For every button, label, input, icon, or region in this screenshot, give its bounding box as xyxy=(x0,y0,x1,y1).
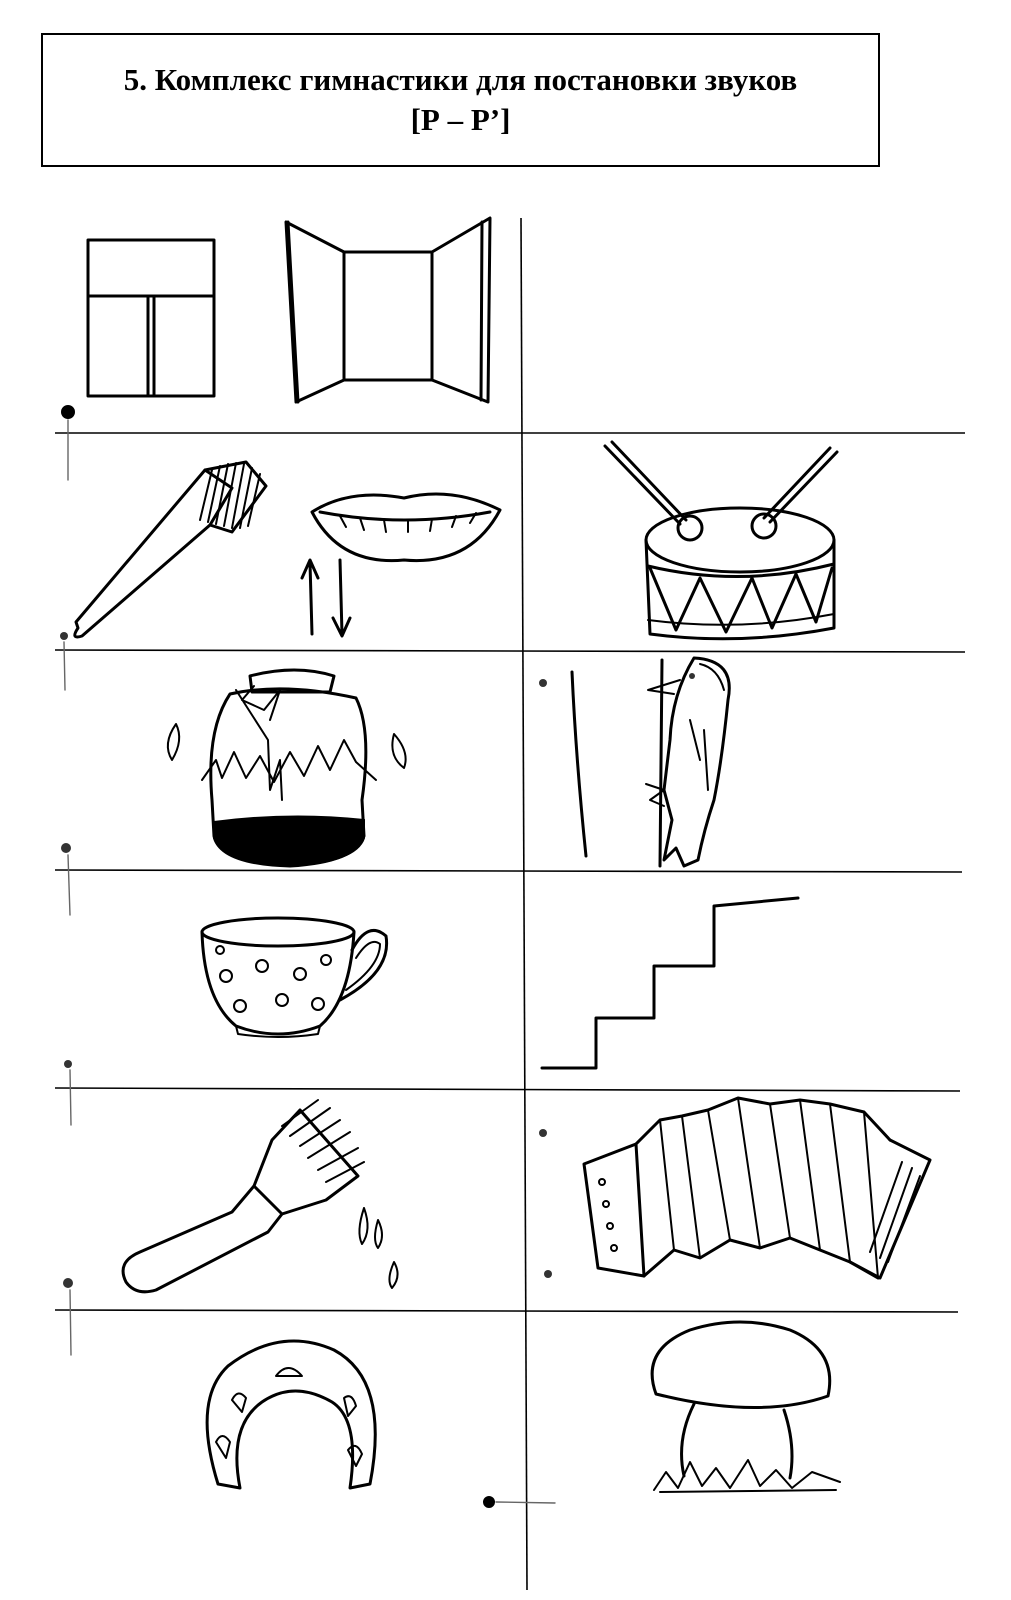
punch-marks xyxy=(60,405,556,1508)
comb-icon xyxy=(73,460,268,639)
stairs-icon xyxy=(540,896,800,1070)
punch-hole-mark xyxy=(60,632,68,640)
grid-row-line-5 xyxy=(54,1309,959,1313)
jam-jar-icon xyxy=(166,668,407,868)
punch-hole-mark xyxy=(544,1270,552,1278)
grid-vertical-divider xyxy=(520,217,528,1591)
grid-row-line-2 xyxy=(54,649,966,653)
punch-hole-mark xyxy=(61,843,71,853)
punch-hole-mark xyxy=(539,1129,547,1137)
accordion-icon xyxy=(582,1096,932,1280)
punch-hole-mark xyxy=(63,1278,73,1288)
woodpecker-icon xyxy=(570,656,731,868)
lips-icon xyxy=(300,492,502,638)
punch-hole-line xyxy=(67,854,71,916)
punch-hole-mark xyxy=(64,1060,72,1068)
grid-row-line-4 xyxy=(54,1087,961,1092)
drum-icon xyxy=(603,440,839,641)
punch-hole-mark xyxy=(483,1496,495,1508)
punch-hole-line xyxy=(69,1289,72,1356)
punch-hole-line xyxy=(495,1501,556,1504)
punch-hole-line xyxy=(69,1069,72,1126)
punch-hole-mark xyxy=(539,679,547,687)
grid-row-line-3 xyxy=(54,869,963,873)
horseshoe-icon xyxy=(205,1339,377,1490)
punch-hole-line xyxy=(63,641,66,691)
paint-brush-icon xyxy=(121,1099,399,1294)
cell-grid xyxy=(54,217,966,1591)
page-title: 5. Комплекс гимнастики для постановки зв… xyxy=(123,62,798,97)
open-window-icon xyxy=(284,216,492,404)
title-box: 5. Комплекс гимнастики для постановки зв… xyxy=(41,33,880,167)
page-subtitle-sounds: [Р – Р’] xyxy=(410,102,511,137)
punch-hole-mark xyxy=(61,405,75,419)
mushroom-icon xyxy=(650,1320,841,1493)
cup-icon xyxy=(200,916,389,1038)
closed-window-icon xyxy=(86,238,216,398)
